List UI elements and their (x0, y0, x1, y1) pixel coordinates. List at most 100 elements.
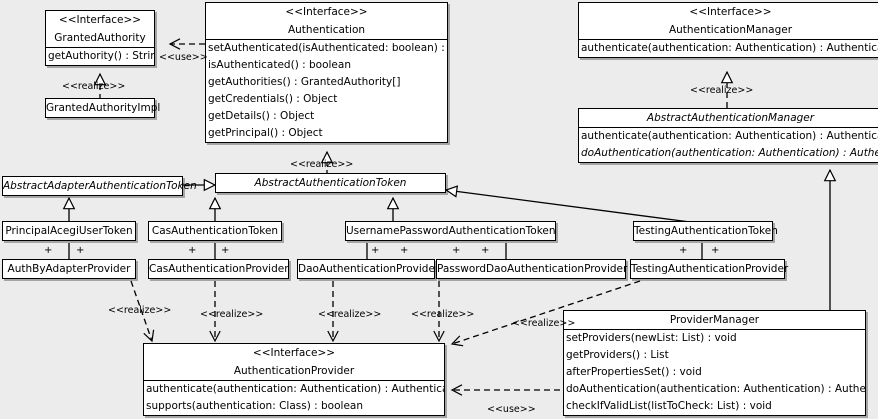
class-methods: getAuthority() : String (46, 48, 154, 65)
method-row: getDetails() : Object (208, 110, 315, 122)
class-name-label: AuthenticationManager (668, 24, 793, 36)
class-header: TestingAuthenticationToken (634, 222, 778, 240)
class-header: AbstractAdapterAuthenticationToken (3, 177, 197, 195)
class-header: CasAuthenticationToken (149, 222, 281, 240)
class-name-label: AbstractAdapterAuthenticationToken (3, 180, 197, 192)
method-row: authenticate(authentication: Authenticat… (581, 130, 878, 142)
association-multiplicity-plus: + (44, 245, 53, 256)
class-header: ProviderManager (564, 311, 865, 330)
class-header: CasAuthenticationProvider (149, 260, 289, 278)
method-row: supports(authentication: Class) : boolea… (146, 400, 363, 412)
method-row: doAuthentication(authentication: Authent… (581, 147, 878, 159)
class-header: GrantedAuthorityImpl (46, 99, 161, 117)
class-methods: authenticate(authentication: Authenticat… (579, 40, 878, 57)
association-multiplicity-plus: + (481, 245, 490, 256)
class-abstract-authentication-token[interactable]: AbstractAuthenticationToken (215, 173, 446, 193)
class-name-label: TestingAuthenticationProvider (631, 263, 789, 275)
class-username-password-authentication-token[interactable]: UsernamePasswordAuthenticationToken (345, 221, 556, 241)
method-row: getCredentials() : Object (208, 93, 338, 105)
class-cas-authentication-token[interactable]: CasAuthenticationToken (148, 221, 282, 241)
class-header: TestingAuthenticationProvider (631, 260, 789, 278)
class-principal-acegi-user-token[interactable]: PrincipalAcegiUserToken (2, 221, 136, 241)
method-row: checkIfValidList(listToCheck: List) : vo… (566, 400, 772, 412)
class-granted-authority[interactable]: <<Interface>> GrantedAuthority getAuthor… (45, 10, 155, 66)
class-authentication[interactable]: <<Interface>> Authentication setAuthenti… (205, 2, 448, 143)
class-header: <<Interface>> GrantedAuthority (46, 11, 154, 48)
class-dao-authentication-provider[interactable]: DaoAuthenticationProvider (297, 259, 440, 279)
class-header: AbstractAuthenticationManager (579, 109, 878, 128)
class-name-label: AuthByAdapterProvider (7, 263, 131, 275)
class-header: <<Interface>> AuthenticationProvider (144, 344, 444, 381)
class-header: AuthByAdapterProvider (3, 260, 135, 278)
stereotype-label: <<Interface>> (58, 14, 142, 26)
class-name-label: GrantedAuthorityImpl (46, 102, 161, 114)
class-name-label: AuthenticationProvider (233, 365, 355, 377)
association-multiplicity-plus: + (76, 245, 85, 256)
class-abstract-authentication-manager[interactable]: AbstractAuthenticationManager authentica… (578, 108, 878, 163)
method-row: setAuthenticated(isAuthenticated: boolea… (208, 42, 447, 54)
method-row: getAuthority() : String (48, 50, 154, 62)
class-name-label: PasswordDaoAuthenticationProvider (437, 263, 628, 275)
class-name-label: UsernamePasswordAuthenticationToken (346, 225, 556, 237)
association-multiplicity-plus: + (400, 245, 409, 256)
stereotype-label: <<Interface>> (689, 6, 772, 18)
method-row: authenticate(authentication: Authenticat… (581, 42, 878, 54)
relationship-label-realize-authbyadapterprovider: <<realize>> (108, 305, 172, 316)
class-header: PasswordDaoAuthenticationProvider (437, 260, 628, 278)
class-name-label: DaoAuthenticationProvider (298, 263, 440, 275)
class-header: UsernamePasswordAuthenticationToken (346, 222, 556, 240)
class-cas-authentication-provider[interactable]: CasAuthenticationProvider (148, 259, 289, 279)
method-row: setProviders(newList: List) : void (566, 332, 737, 344)
relationship-label-realize-daoauthenticationprovider: <<realize>> (318, 309, 382, 320)
method-row: getProviders() : List (566, 349, 669, 361)
class-name-label: GrantedAuthority (54, 32, 146, 44)
class-header: <<Interface>> AuthenticationManager (579, 3, 878, 40)
association-multiplicity-plus: + (188, 245, 197, 256)
relationship-label-realize-abstractauthenticationtoken: <<realize>> (290, 159, 354, 170)
association-multiplicity-plus: + (711, 245, 720, 256)
stereotype-label: <<Interface>> (285, 6, 368, 18)
class-header: <<Interface>> Authentication (206, 3, 447, 40)
association-multiplicity-plus: + (371, 245, 380, 256)
class-provider-manager[interactable]: ProviderManager setProviders(newList: Li… (563, 310, 866, 416)
method-row: getAuthorities() : GrantedAuthority[] (208, 76, 401, 88)
method-row: authenticate(authentication: Authenticat… (146, 383, 444, 395)
association-multiplicity-plus: + (221, 245, 230, 256)
stereotype-label: <<Interface>> (252, 347, 336, 359)
class-methods: setProviders(newList: List) : void getPr… (564, 330, 865, 415)
class-authentication-manager[interactable]: <<Interface>> AuthenticationManager auth… (578, 2, 878, 58)
class-granted-authority-impl[interactable]: GrantedAuthorityImpl (45, 98, 161, 118)
association-multiplicity-plus: + (679, 245, 688, 256)
method-row: getPrincipal() : Object (208, 127, 323, 139)
class-header: PrincipalAcegiUserToken (3, 222, 135, 240)
relationship-label-realize-casauthenticationprovider: <<realize>> (200, 309, 264, 320)
class-methods: authenticate(authentication: Authenticat… (144, 381, 444, 415)
class-abstract-adapter-authentication-token[interactable]: AbstractAdapterAuthenticationToken (2, 176, 197, 196)
class-name-label: AbstractAuthenticationManager (646, 112, 815, 124)
class-name-label: TestingAuthenticationToken (634, 225, 778, 237)
class-name-label: Authentication (287, 24, 366, 36)
association-multiplicity-plus: + (452, 245, 461, 256)
class-auth-by-adapter-provider[interactable]: AuthByAdapterProvider (2, 259, 136, 279)
class-methods: setAuthenticated(isAuthenticated: boolea… (206, 40, 447, 142)
method-row: afterPropertiesSet() : void (566, 366, 702, 378)
relationship-label-realize-abstractauthenticationmanager: <<realize>> (690, 85, 754, 96)
method-row: doAuthentication(authentication: Authent… (566, 383, 865, 395)
relationship-label-realize-grantedauthorityimpl: <<realize>> (62, 81, 126, 92)
relationship-label-realize-passworddaoauthenticationprovider: <<realize>> (411, 309, 475, 320)
relationship-label-use-authentication-grantedauthority: <<use>> (159, 52, 208, 63)
class-name-label: PrincipalAcegiUserToken (5, 225, 133, 237)
relationship-label-use-providermanager: <<use>> (487, 404, 536, 415)
class-name-label: CasAuthenticationToken (151, 225, 279, 237)
class-testing-authentication-token[interactable]: TestingAuthenticationToken (633, 221, 778, 241)
class-name-label: ProviderManager (669, 314, 760, 326)
class-password-dao-authentication-provider[interactable]: PasswordDaoAuthenticationProvider (436, 259, 628, 279)
class-testing-authentication-provider[interactable]: TestingAuthenticationProvider (630, 259, 789, 279)
method-row: isAuthenticated() : boolean (208, 59, 351, 71)
class-name-label: AbstractAuthenticationToken (254, 177, 407, 189)
relationship-label-realize-testingauthenticationprovider: <<realize>> (512, 318, 576, 329)
generalization-link-testingauthenticationtoken (444, 185, 691, 223)
class-authentication-provider[interactable]: <<Interface>> AuthenticationProvider aut… (143, 343, 445, 416)
class-methods: authenticate(authentication: Authenticat… (579, 128, 878, 162)
